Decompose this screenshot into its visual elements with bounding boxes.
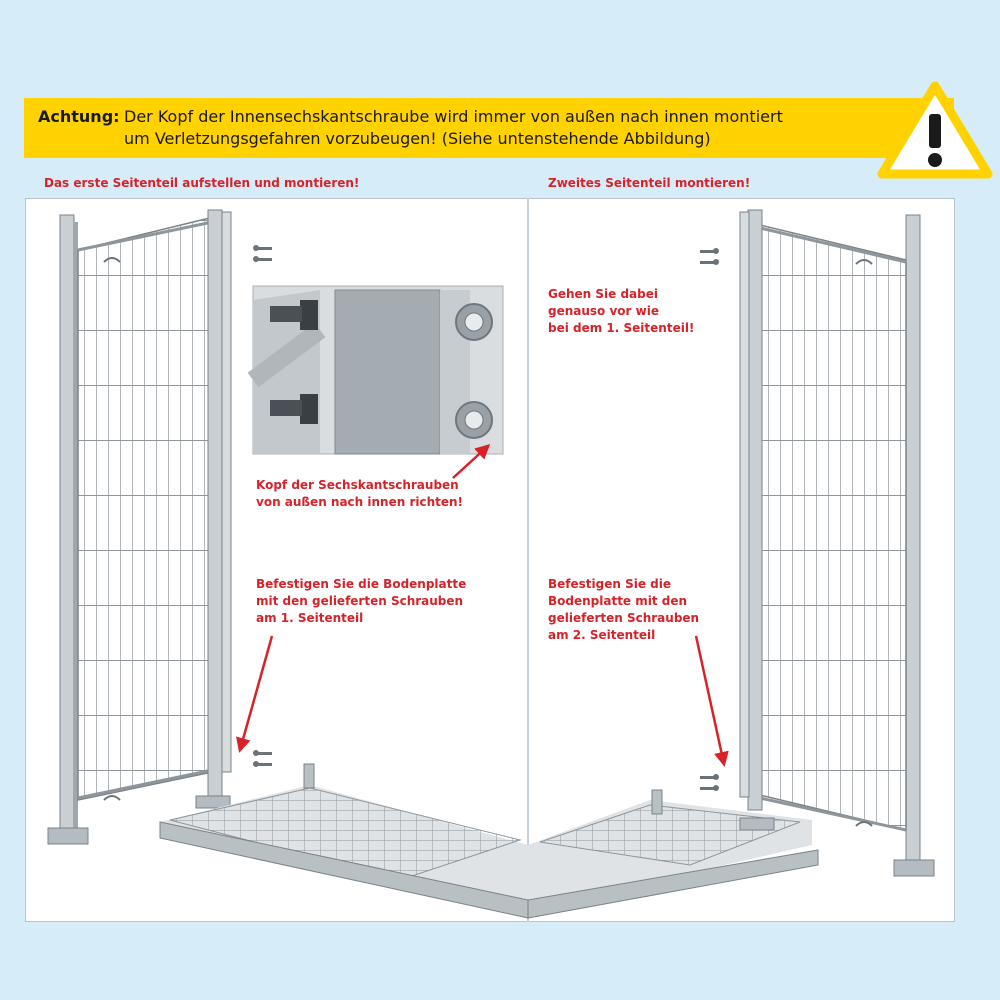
warning-label: Achtung: bbox=[38, 107, 120, 126]
warning-banner: Achtung: Der Kopf der Innensechskantschr… bbox=[24, 98, 954, 158]
panel-divider bbox=[527, 198, 529, 922]
floor-plate bbox=[159, 763, 819, 919]
right-floor-note-line-4: am 2. Seitenteil bbox=[548, 628, 656, 642]
right-top-note-line-3: bei dem 1. Seitenteil! bbox=[548, 321, 695, 335]
detail-note: Kopf der Sechskantschrauben von außen na… bbox=[256, 477, 463, 511]
screw-pair-upper-right bbox=[700, 248, 719, 265]
left-floor-note-line-3: am 1. Seitenteil bbox=[256, 611, 364, 625]
left-floor-note-line-1: Befestigen Sie die Bodenplatte bbox=[256, 577, 467, 591]
right-floor-note-line-3: gelieferten Schrauben bbox=[548, 611, 700, 625]
detail-note-line-1: Kopf der Sechskantschrauben bbox=[256, 478, 459, 492]
right-floor-note: Befestigen Sie die Bodenplatte mit den g… bbox=[548, 576, 699, 644]
right-top-note-line-1: Gehen Sie dabei bbox=[548, 287, 658, 301]
warning-text: Der Kopf der Innensechskantschraube wird… bbox=[124, 106, 844, 150]
right-top-note: Gehen Sie dabei genauso vor wie bei dem … bbox=[548, 286, 694, 337]
warning-triangle-icon bbox=[877, 81, 993, 179]
right-top-note-line-2: genauso vor wie bbox=[548, 304, 659, 318]
screw-pair-lower-left bbox=[253, 750, 272, 767]
left-floor-arrow bbox=[236, 635, 274, 753]
right-floor-note-line-2: Bodenplatte mit den bbox=[548, 594, 688, 608]
warning-text-line-1: Der Kopf der Innensechskantschraube wird… bbox=[124, 107, 783, 126]
right-floor-note-line-1: Befestigen Sie die bbox=[548, 577, 671, 591]
left-side-panel bbox=[47, 209, 232, 845]
bolt-detail-inset bbox=[247, 285, 504, 455]
left-floor-note: Befestigen Sie die Bodenplatte mit den g… bbox=[256, 576, 466, 627]
left-floor-note-line-2: mit den gelieferten Schrauben bbox=[256, 594, 464, 608]
detail-note-line-2: von außen nach innen richten! bbox=[256, 495, 464, 509]
screw-pair-lower-right bbox=[700, 774, 719, 791]
screw-pair-upper-left bbox=[253, 245, 272, 262]
right-floor-arrow bbox=[694, 635, 729, 767]
right-heading: Zweites Seitenteil montieren! bbox=[548, 176, 751, 190]
detail-arrow bbox=[452, 443, 491, 479]
warning-text-line-2: um Verletzungsgefahren vorzubeugen! (Sie… bbox=[124, 129, 711, 148]
right-side-panel bbox=[739, 209, 935, 877]
left-heading: Das erste Seitenteil aufstellen und mont… bbox=[44, 176, 360, 190]
